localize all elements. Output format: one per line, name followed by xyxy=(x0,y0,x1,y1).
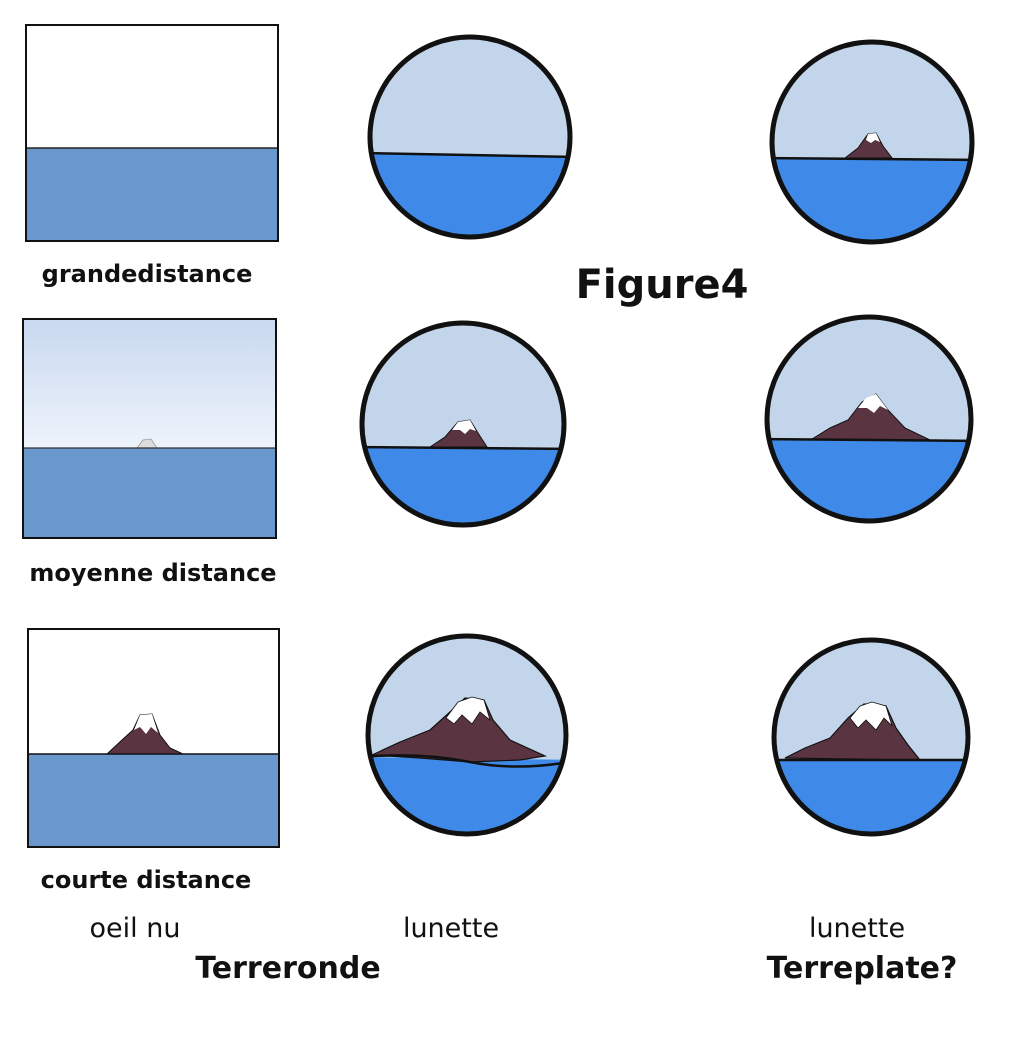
group-label-flat-earth: Terreplate? xyxy=(767,951,958,986)
row-label-medium: moyenne distance xyxy=(29,559,276,587)
figure-title: Figure4 xyxy=(576,262,749,308)
column-label-telescope-flat: lunette xyxy=(809,913,905,944)
telescope-flat-view-medium xyxy=(764,314,974,524)
telescope-flat-view-short xyxy=(771,637,971,837)
column-label-naked-eye: oeil nu xyxy=(90,913,181,944)
naked-eye-view-medium xyxy=(22,318,277,539)
row-label-far: grandedistance xyxy=(42,260,253,288)
row-label-short: courte distance xyxy=(41,866,252,894)
naked-eye-view-far xyxy=(25,24,279,242)
naked-eye-view-short xyxy=(27,628,280,848)
telescope-round-view-medium xyxy=(359,320,567,528)
telescope-round-view-far xyxy=(367,34,573,240)
telescope-flat-view-far xyxy=(769,39,975,245)
group-label-round-earth: Terreronde xyxy=(195,951,380,986)
telescope-round-view-short xyxy=(365,633,569,837)
column-label-telescope-round: lunette xyxy=(403,913,499,944)
